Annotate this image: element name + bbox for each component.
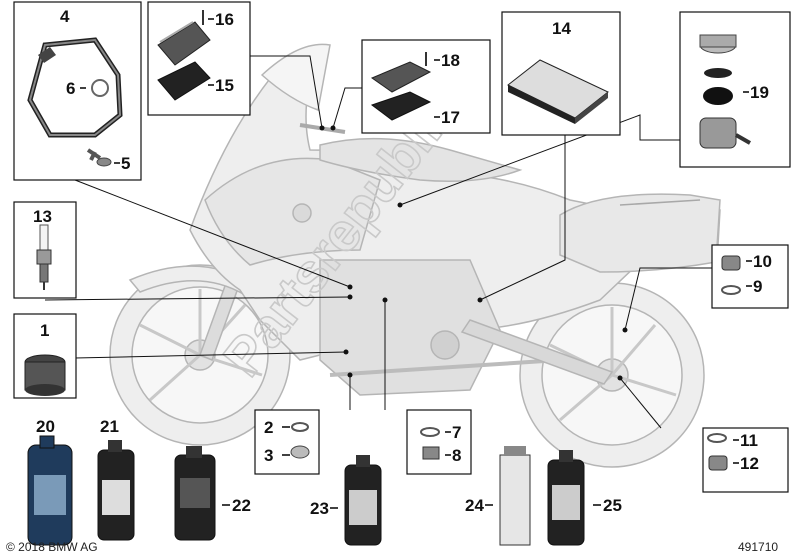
drain-plug-part-icon — [290, 422, 310, 459]
label-22: 22 — [232, 496, 251, 515]
label-13: 13 — [33, 207, 52, 226]
leader-lines — [44, 55, 712, 429]
label-2: 2 — [264, 418, 273, 437]
drain-screw-part-icon — [707, 433, 728, 471]
air-filter-part-icon — [507, 59, 609, 124]
spark-plug-part-icon — [36, 224, 52, 290]
label-9: 9 — [753, 277, 762, 296]
oil-filter-part-icon — [24, 354, 66, 396]
motorcycle-illustration — [109, 43, 721, 468]
label-5: 5 — [121, 154, 130, 173]
label-11: 11 — [740, 431, 758, 450]
label-dashes — [80, 18, 752, 509]
spray-can-24-icon — [499, 446, 531, 546]
label-3: 3 — [264, 446, 273, 465]
label-19: 19 — [750, 83, 769, 102]
label-23: 23 — [310, 499, 329, 518]
reservoir-cover-part-icon — [157, 10, 211, 101]
label-8: 8 — [452, 446, 461, 465]
label-12: 12 — [740, 454, 759, 473]
brake-reservoir-part-icon — [699, 34, 751, 149]
gasket-part-icon — [27, 37, 123, 167]
plug-ring-part-icon — [420, 427, 440, 460]
label-18: 18 — [441, 51, 460, 70]
label-6: 6 — [66, 79, 75, 98]
part-number-labels: 4 6 5 16 15 18 17 14 19 13 1 2 3 7 8 10 … — [33, 7, 772, 518]
copyright-text: © 2018 BMW AG — [6, 540, 98, 554]
label-1: 1 — [40, 321, 49, 340]
label-20: 20 — [36, 417, 55, 436]
document-number: 491710 — [738, 540, 779, 554]
label-25: 25 — [603, 496, 622, 515]
brake-fluid-bottle-23-icon — [344, 455, 382, 546]
oil-bottle-25-icon — [547, 450, 585, 546]
oil-bottle-21-icon — [97, 440, 135, 541]
oil-bottle-20-icon — [27, 435, 73, 546]
coolant-bottle-22-icon — [174, 446, 216, 541]
label-17: 17 — [441, 108, 460, 127]
label-7: 7 — [452, 423, 461, 442]
leader-dots — [319, 125, 628, 381]
label-24: 24 — [465, 496, 484, 515]
label-16: 16 — [215, 10, 234, 29]
label-10: 10 — [753, 252, 772, 271]
label-21: 21 — [100, 417, 119, 436]
label-15: 15 — [215, 76, 234, 95]
label-4: 4 — [60, 7, 70, 26]
label-14: 14 — [552, 19, 571, 38]
seal-plug-part-icon — [721, 255, 741, 295]
clutch-cover-part-icon — [370, 52, 432, 121]
